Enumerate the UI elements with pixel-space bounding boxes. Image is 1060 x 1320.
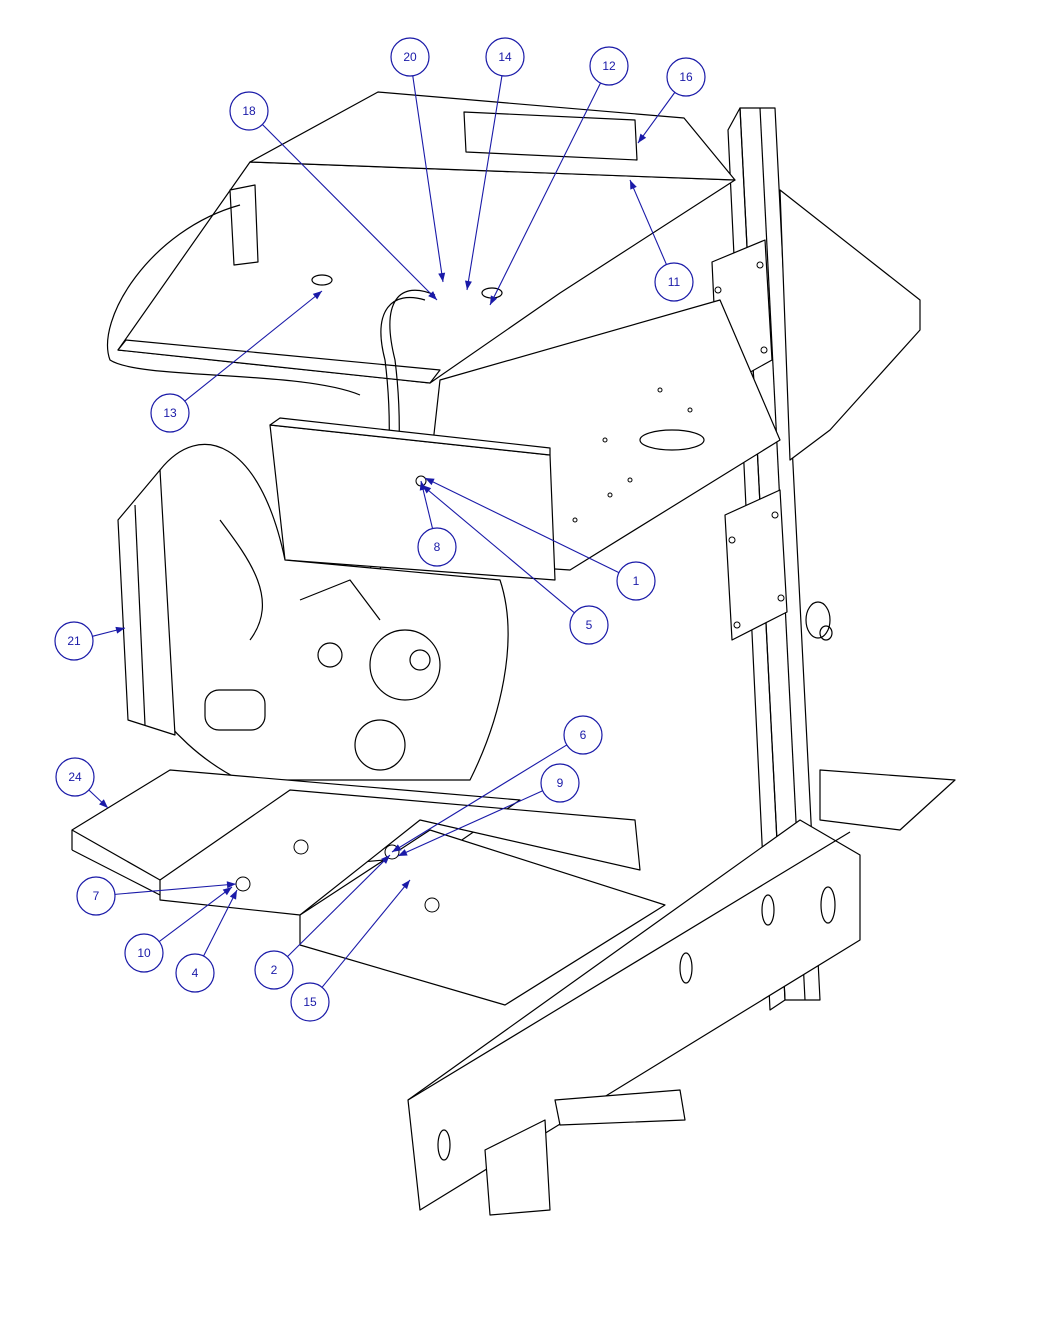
lower-tray	[71, 769, 666, 1006]
balloon-circle	[654, 262, 694, 302]
callout-number: 15	[303, 995, 317, 1009]
balloon-circle	[229, 91, 269, 131]
shackle	[805, 601, 833, 641]
callout-20: 20	[390, 37, 446, 283]
callout-24: 24	[55, 757, 109, 809]
arrowhead-icon	[99, 799, 108, 808]
leader-line	[421, 484, 575, 614]
arrowhead-icon	[422, 485, 432, 494]
callout-7: 7	[76, 876, 237, 916]
leader-line	[158, 886, 233, 943]
engine	[149, 443, 509, 781]
arrowhead-icon	[381, 855, 390, 864]
callout-14: 14	[464, 37, 525, 291]
arrowhead-icon	[398, 849, 408, 856]
arrowhead-icon	[630, 180, 637, 190]
callout-13: 13	[150, 290, 323, 433]
leader-line	[391, 744, 568, 853]
balloon-circle	[540, 763, 580, 803]
arrowhead-icon	[464, 280, 472, 290]
arrowhead-icon	[392, 844, 402, 852]
callout-9: 9	[397, 763, 580, 857]
callout-number: 21	[67, 634, 81, 648]
balloon-circle	[175, 953, 215, 993]
callout-number: 11	[668, 275, 681, 289]
callout-number: 16	[679, 70, 693, 84]
balloon-circle	[390, 37, 430, 77]
balloon-circle	[417, 527, 457, 567]
callout-18: 18	[229, 91, 438, 301]
balloon-circle	[254, 950, 294, 990]
callout-number: 8	[434, 540, 441, 554]
callout-number: 20	[403, 50, 417, 64]
leader-line	[489, 82, 602, 306]
arrowhead-icon	[229, 890, 237, 900]
callout-12: 12	[489, 46, 629, 306]
callout-number: 1	[633, 574, 640, 588]
callout-number: 2	[271, 963, 278, 977]
callout-4: 4	[175, 889, 238, 993]
callout-number: 14	[498, 50, 512, 64]
arrowhead-icon	[401, 880, 410, 890]
balloon-circle	[124, 933, 164, 973]
callout-number: 4	[192, 966, 199, 980]
balloon-circle	[485, 37, 525, 77]
callout-6: 6	[391, 715, 603, 853]
callout-number: 5	[586, 618, 593, 632]
arrowhead-icon	[638, 133, 647, 143]
callout-number: 7	[93, 889, 100, 903]
arrowhead-icon	[490, 295, 498, 305]
balloon-circle	[569, 605, 609, 645]
callout-number: 13	[163, 406, 177, 420]
arrowhead-icon	[425, 478, 435, 486]
callout-10: 10	[124, 886, 233, 973]
balloon-circle	[55, 757, 95, 797]
leader-line	[412, 75, 444, 283]
callout-number: 24	[68, 770, 82, 784]
callout-number: 6	[580, 728, 587, 742]
leader-line	[424, 477, 620, 574]
rear-sloped-plate	[779, 189, 921, 461]
callout-1: 1	[424, 477, 656, 601]
balloon-circle	[666, 57, 706, 97]
callout-number: 10	[137, 946, 151, 960]
arrowhead-icon	[438, 272, 446, 282]
leader-line	[637, 92, 676, 144]
leader-line	[321, 879, 411, 988]
balloon-circle	[76, 876, 116, 916]
balloon-circle	[589, 46, 629, 86]
leader-line	[203, 889, 238, 957]
balloon-circle	[150, 393, 190, 433]
leader-line	[629, 179, 667, 265]
leader-line	[287, 854, 391, 958]
leader-line	[114, 883, 237, 895]
leader-line	[262, 124, 438, 301]
leader-line	[466, 75, 503, 291]
arrowhead-icon	[428, 291, 437, 300]
balloon-circle	[54, 621, 94, 661]
balloon-circle	[616, 561, 656, 601]
engine-cover-box	[269, 417, 556, 581]
callout-number: 9	[557, 776, 564, 790]
radiator	[117, 469, 176, 736]
callout-11: 11	[629, 179, 694, 302]
arrowhead-icon	[226, 881, 236, 889]
leader-line	[397, 790, 543, 857]
balloon-circle	[290, 982, 330, 1022]
callout-number: 18	[242, 104, 256, 118]
callout-21: 21	[54, 621, 126, 661]
callout-8: 8	[417, 480, 457, 567]
arrowhead-icon	[312, 291, 322, 300]
arrowhead-icon	[222, 887, 232, 896]
callout-number: 12	[602, 59, 616, 73]
balloon-circle	[563, 715, 603, 755]
leader-line	[184, 290, 323, 402]
arrowhead-icon	[115, 626, 125, 634]
callout-15: 15	[290, 879, 411, 1022]
callout-16: 16	[637, 57, 706, 144]
callout-5: 5	[421, 484, 609, 645]
callout-2: 2	[254, 854, 391, 990]
lower-frame-rails	[407, 769, 956, 1216]
